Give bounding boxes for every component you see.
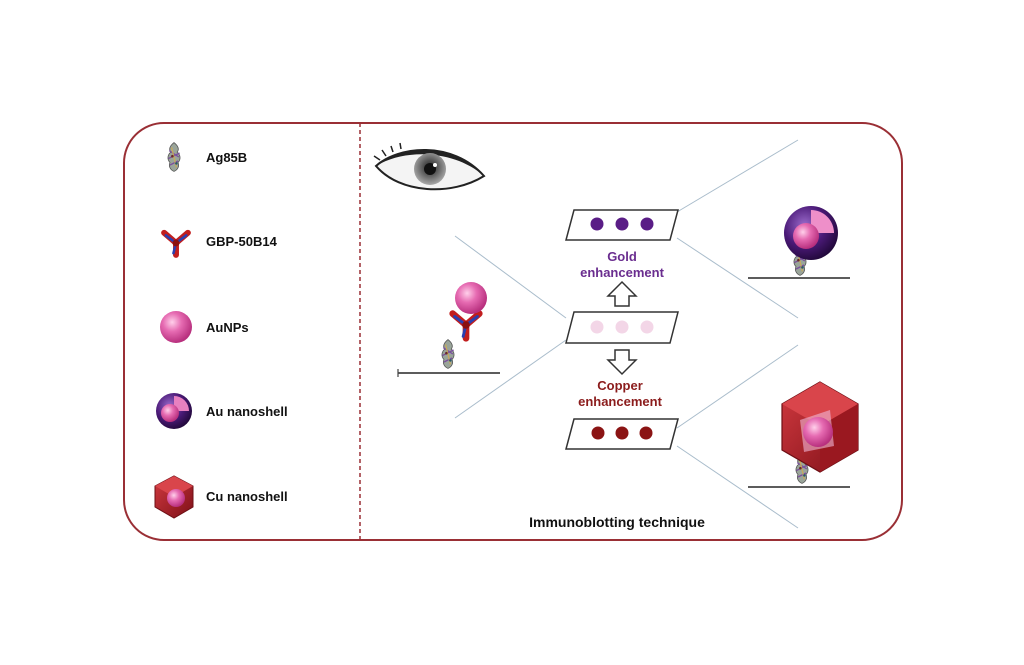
cu-nanoshell-icon	[781, 381, 859, 473]
strip-dot	[615, 320, 629, 334]
legend-label: GBP-50B14	[206, 234, 278, 249]
legend-label: AuNPs	[206, 320, 249, 335]
arrow-up-icon	[606, 280, 638, 307]
strip-dot	[590, 320, 604, 334]
ag85b-protein-icon	[441, 338, 455, 370]
eye-icon	[373, 142, 486, 191]
copper-enhancement-label: enhancement	[578, 394, 662, 409]
cu-nanoshell-on-membrane	[748, 381, 859, 488]
strip-dot	[640, 320, 654, 334]
au-nanoshell-icon	[156, 393, 192, 429]
strip-dot	[640, 217, 654, 231]
copper-enhancement-label: Copper	[597, 378, 643, 393]
legend-item-aunps: AuNPs	[160, 311, 249, 343]
aunp-conjugate-on-membrane	[397, 282, 500, 377]
au-nanoshell-icon	[784, 206, 838, 260]
strip-dot	[590, 217, 604, 231]
legend-item-gbp-50b14: GBP-50B14	[164, 233, 278, 255]
strip-dot	[615, 426, 629, 440]
gbp-50b14-antibody-icon	[164, 233, 188, 255]
legend-item-ag85b: Ag85B	[167, 141, 247, 173]
ag85b-protein-icon	[167, 141, 181, 173]
strip-dot	[591, 426, 605, 440]
legend-label: Cu nanoshell	[206, 489, 288, 504]
gold-strip	[565, 209, 679, 241]
guide-lines	[454, 139, 799, 529]
arrow-down-icon	[606, 349, 638, 376]
legend-item-cu-nanoshell: Cu nanoshell	[154, 475, 288, 519]
outer-frame	[123, 122, 903, 541]
strip-dot	[615, 217, 629, 231]
cu-nanoshell-icon	[154, 475, 194, 519]
strip-dot	[639, 426, 653, 440]
gbp-50b14-antibody-icon	[453, 314, 480, 339]
copper-strip	[565, 418, 679, 450]
aunp-sphere-icon	[455, 282, 487, 314]
legend-label: Ag85B	[206, 150, 247, 165]
legend: Ag85B GBP-50B14 AuNPs Au nanoshell Cu na	[154, 141, 288, 519]
au-nanoshell-on-membrane	[748, 206, 850, 279]
initial-strip	[565, 311, 679, 344]
legend-item-au-nanoshell: Au nanoshell	[156, 393, 288, 429]
legend-label: Au nanoshell	[206, 404, 288, 419]
diagram-caption: Immunoblotting technique	[529, 514, 705, 530]
aunp-sphere-icon	[160, 311, 192, 343]
gold-enhancement-label: Gold	[607, 249, 637, 264]
gold-enhancement-label: enhancement	[580, 265, 664, 280]
